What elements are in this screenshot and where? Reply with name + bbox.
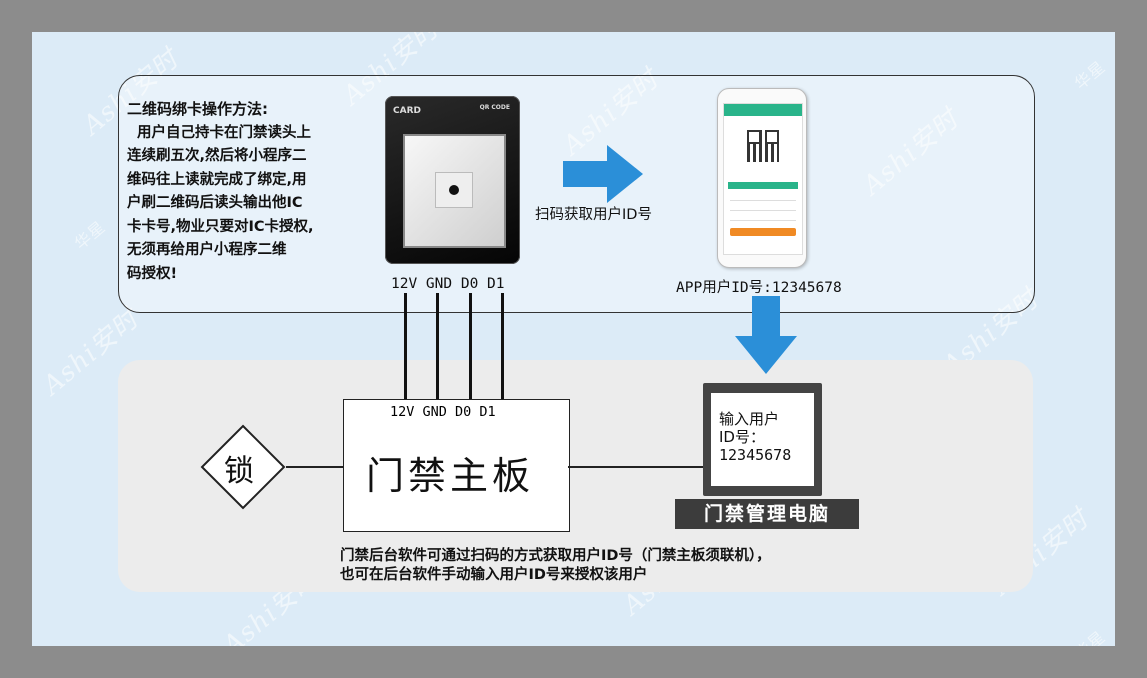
app-id-bar	[728, 182, 798, 189]
reader-scan-window	[403, 134, 506, 248]
instructions-line: 户刷二维码后读头输出他IC	[127, 195, 303, 211]
instructions-line: 用户自己持卡在门禁读头上	[137, 124, 311, 141]
pc-screen-text: 输入用户 ID号： 12345678	[719, 410, 791, 464]
smartphone	[717, 88, 807, 268]
reader-lens-frame	[435, 172, 473, 208]
reader-lens-icon	[449, 185, 459, 195]
pc-connector	[568, 466, 703, 468]
binding-panel	[118, 75, 1035, 313]
lock-diamond	[200, 424, 286, 510]
lock-label: 锁	[224, 454, 254, 489]
divider	[730, 200, 796, 201]
qr-code-icon	[747, 130, 779, 162]
watermark: 华星	[1070, 56, 1110, 94]
phone-screen	[723, 103, 803, 255]
pc-label: 门禁管理电脑	[675, 499, 859, 529]
divider	[730, 210, 796, 211]
lock-connector	[286, 466, 343, 468]
app-id-label: APP用户ID号:12345678	[676, 280, 842, 296]
scan-label: 扫码获取用户ID号	[535, 207, 652, 223]
instructions-line: 连续刷五次,然后将小程序二	[127, 148, 307, 164]
bottom-note: 门禁后台软件可通过扫码的方式获取用户ID号（门禁主板须联机）， 也可在后台软件手…	[340, 547, 771, 585]
binding-instructions: 二维码绑卡操作方法: 用户自己持卡在门禁读头上 连续刷五次,然后将小程序二 维码…	[127, 98, 372, 286]
divider	[730, 220, 796, 221]
board-pins-label: 12V GND D0 D1	[390, 404, 496, 420]
pc-screen: 输入用户 ID号： 12345678	[711, 393, 814, 486]
note-line: 门禁后台软件可通过扫码的方式获取用户ID号（门禁主板须联机），	[340, 548, 771, 564]
pc-screen-line: 输入用户	[719, 410, 780, 428]
reader-pins-label: 12V GND D0 D1	[391, 276, 505, 292]
pc-screen-line: ID号：	[719, 428, 765, 446]
app-header-bar	[724, 104, 802, 116]
note-line: 也可在后台软件手动输入用户ID号来授权该用户	[340, 567, 648, 583]
instructions-line: 卡卡号,物业只要对IC卡授权,	[127, 218, 314, 235]
board-title: 门禁主板	[366, 454, 535, 498]
app-button	[730, 228, 796, 236]
management-computer: 输入用户 ID号： 12345678	[703, 383, 822, 496]
card-reader: CARD QR CODE	[385, 96, 520, 264]
arrow-right-icon	[563, 145, 643, 203]
instructions-line: 无须再给用户小程序二维	[127, 242, 287, 258]
wire-d1	[501, 293, 504, 400]
watermark: 华星	[70, 216, 110, 254]
wire-12v	[404, 293, 407, 400]
instructions-line: 码授权!	[127, 265, 178, 282]
watermark: 华星	[1070, 626, 1110, 646]
card-logo: CARD	[393, 106, 421, 116]
instructions-title: 二维码绑卡操作方法:	[127, 100, 268, 118]
qr-code-logo: QR CODE	[479, 104, 510, 111]
arrow-down-icon	[735, 296, 797, 374]
pc-screen-line: 12345678	[719, 446, 792, 464]
wire-gnd	[436, 293, 439, 400]
wire-d0	[469, 293, 472, 400]
access-control-board: 12V GND D0 D1 门禁主板	[343, 399, 570, 532]
instructions-line: 维码往上读就完成了绑定,用	[127, 171, 307, 188]
